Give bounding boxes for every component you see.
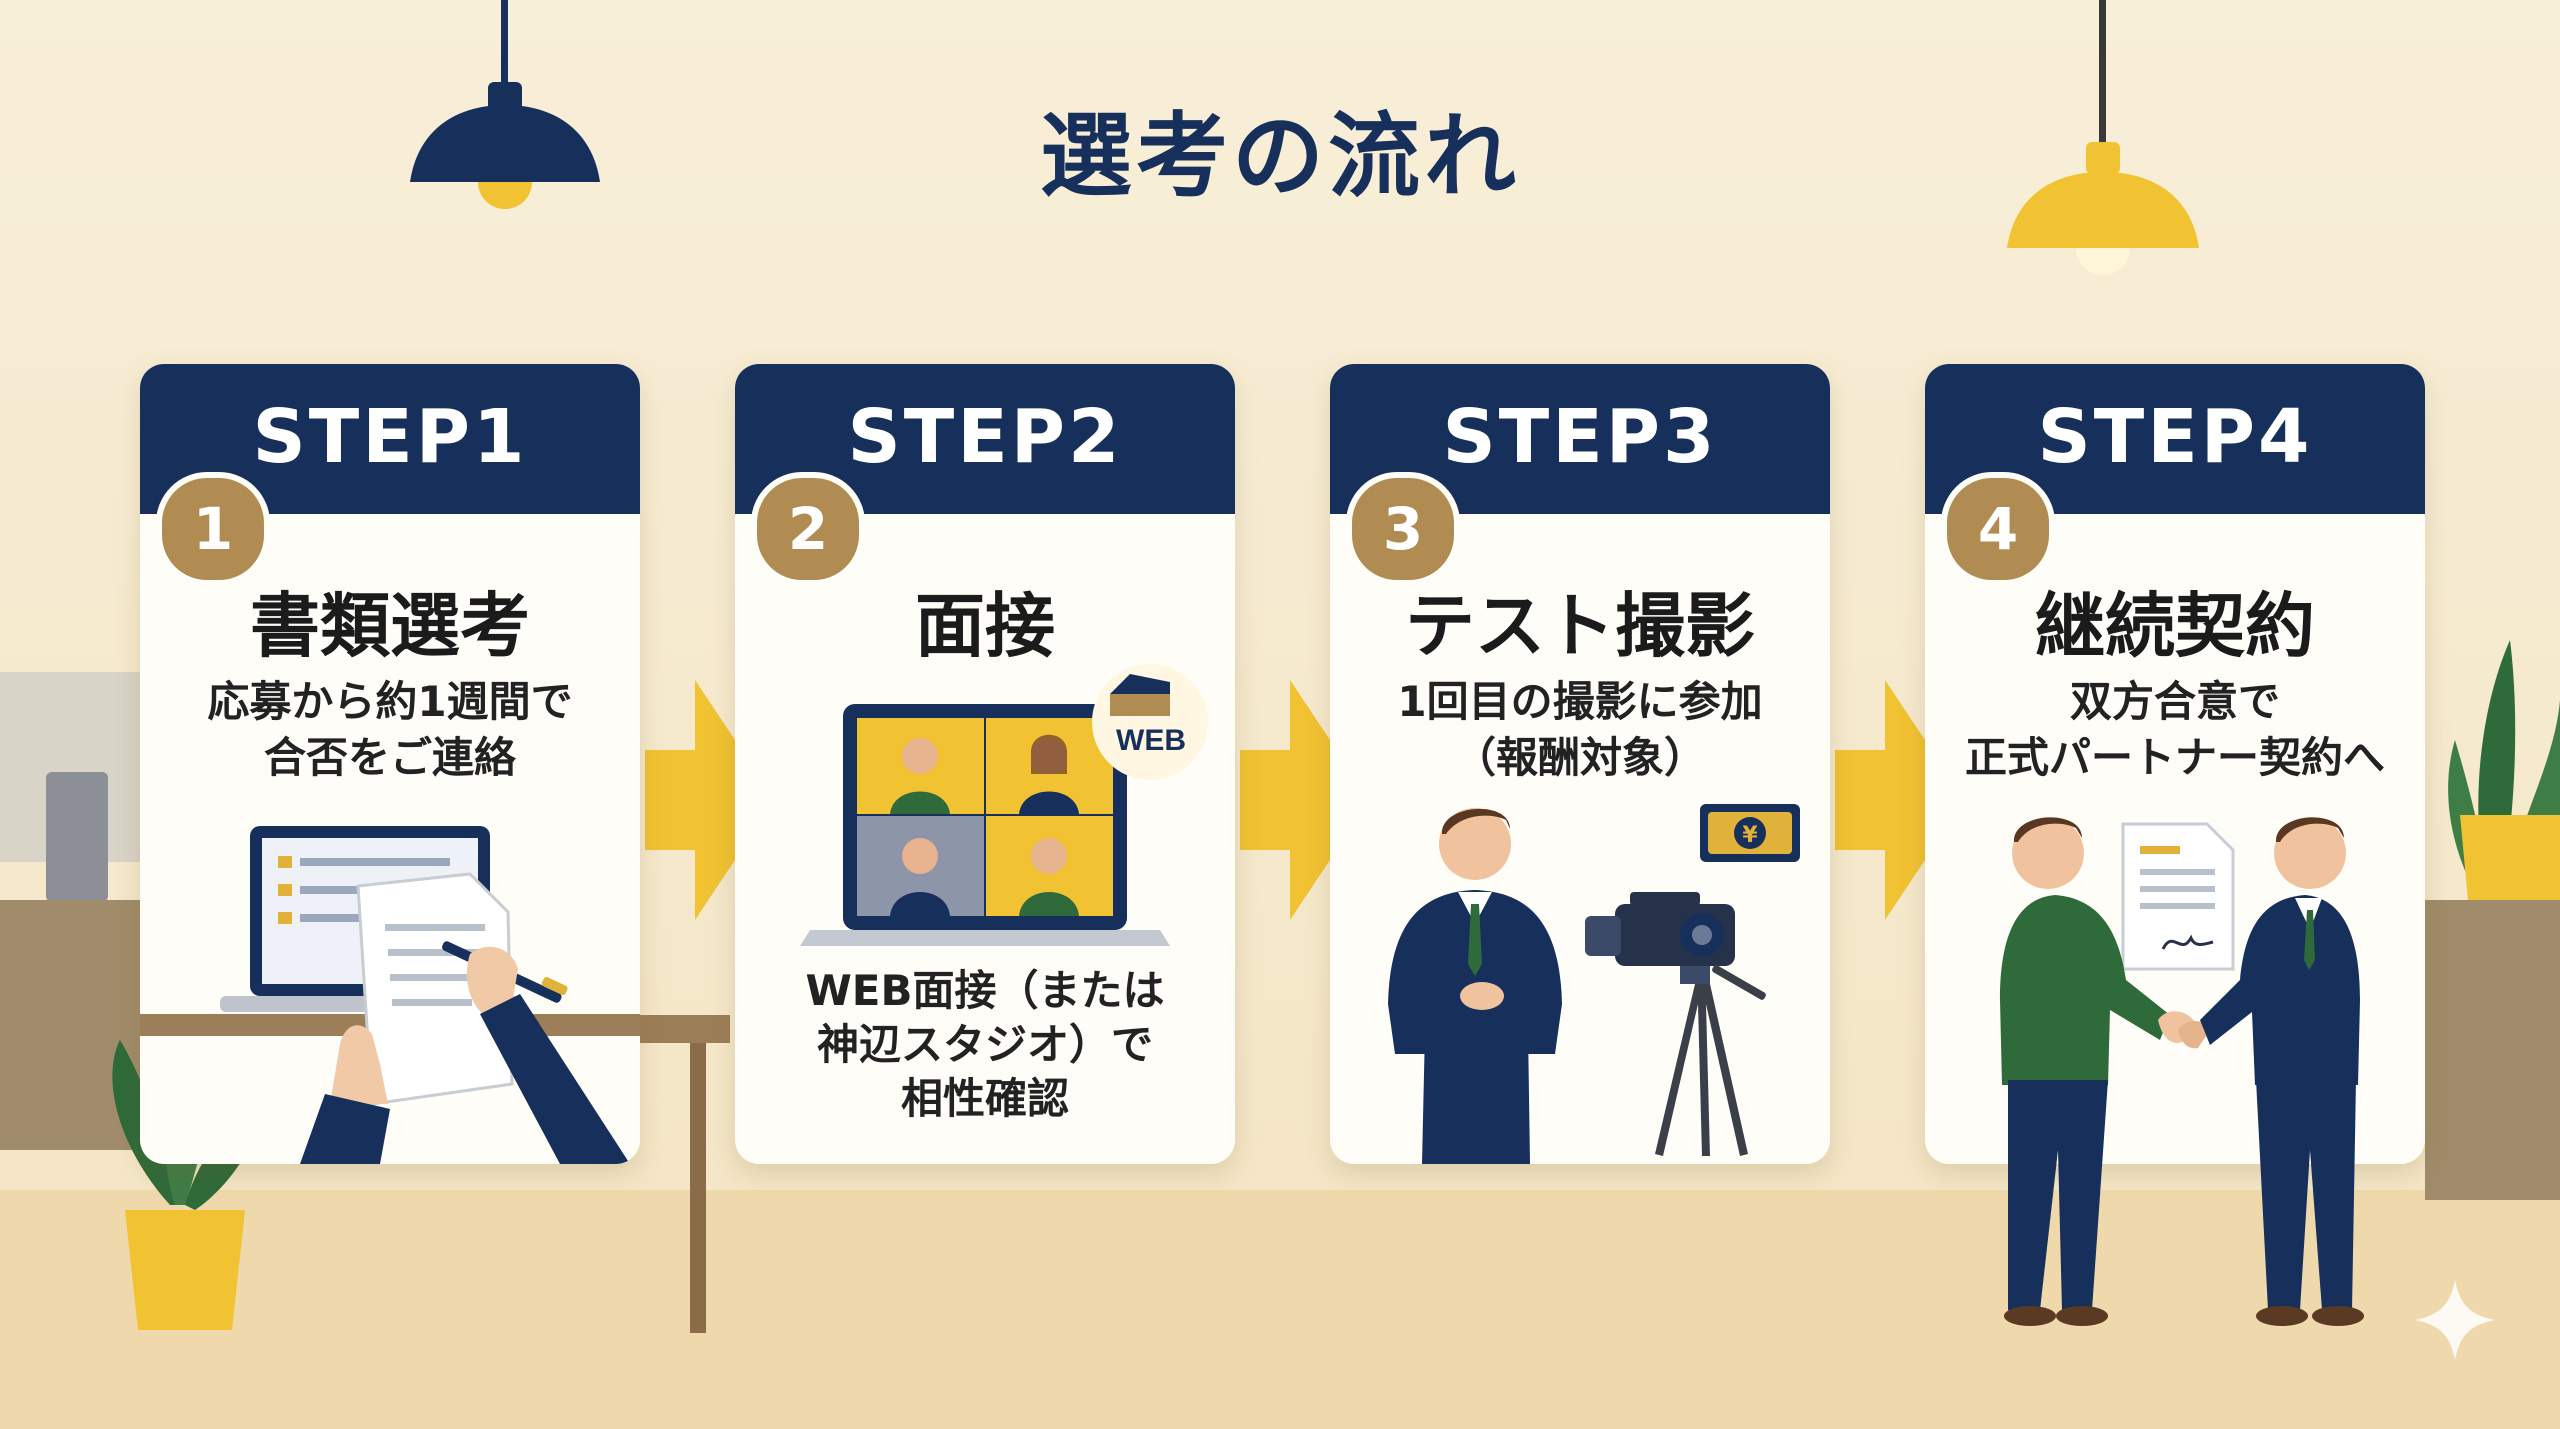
left-table-leg [690,1043,706,1333]
arrow-right-icon [1835,680,1965,920]
web-badge-text: WEB [1116,724,1186,757]
step-label: STEP1 [252,394,528,480]
tripod [1655,965,1766,1156]
step-number-badge: 1 [156,472,270,586]
test-shoot-illustration: ¥ [1388,804,1800,1164]
person-navy-right [2200,817,2364,1326]
step-number-badge: 4 [1941,472,2055,586]
step-title: 面接 [915,585,1055,667]
step-label: STEP2 [847,394,1123,480]
arrow-right-icon [645,680,775,920]
step-label: STEP3 [1442,394,1718,480]
step-title: テスト撮影 [1405,585,1755,667]
hand-left [300,1025,390,1164]
step-description: WEB面接（または 神辺スタジオ）で 相性確認 [805,966,1165,1123]
floor-background [0,1190,2560,1429]
handshake-icon [2158,1011,2210,1049]
step-description: 応募から約1週間で 合否をご連絡 [207,677,573,782]
video-call-icon [843,704,1127,930]
right-cabinet [2425,900,2560,1200]
arrow-right-icon [1240,680,1370,920]
video-interview-illustration: WEB [800,664,1208,946]
sparkle-icon [2415,1280,2495,1360]
money-icon: ¥ [1700,804,1800,862]
step-description: 1回目の撮影に参加 （報酬対象） [1397,677,1763,782]
background-monitor-icon [46,772,108,902]
pendant-lamp-icon [410,0,600,209]
step-label: STEP4 [2037,394,2313,480]
laptop-base [800,930,1170,946]
step-title: 書類選考 [250,585,530,667]
person-in-suit [1388,808,1562,1164]
step-description: 双方合意で 正式パートナー契約へ [1964,677,2385,782]
contract-icon [2121,822,2235,971]
person-green-left [2000,817,2170,1326]
step-card-3: STEP3 3 テスト撮影 1回目の撮影に参加 （報酬対象） [1330,364,1830,1164]
step-number-badge: 3 [1346,472,1460,586]
hand-right [466,946,630,1164]
money-symbol: ¥ [1742,823,1758,848]
step-title: 継続契約 [2035,585,2315,667]
video-camera-icon [1585,892,1735,984]
pendant-lamp-icon [2007,0,2199,275]
step-card-2: STEP2 2 面接 [735,364,1235,1164]
contract-illustration [2121,822,2235,971]
step-number-badge: 2 [751,472,865,586]
step-card-1: STEP1 1 書類選考 応募から約1週間で 合否をご連絡 [140,364,640,1164]
page-title: 選考の流れ [1039,103,1520,210]
right-plant-icon [2448,640,2560,900]
document-review-illustration [140,826,640,1164]
web-badge: WEB [1092,664,1208,780]
